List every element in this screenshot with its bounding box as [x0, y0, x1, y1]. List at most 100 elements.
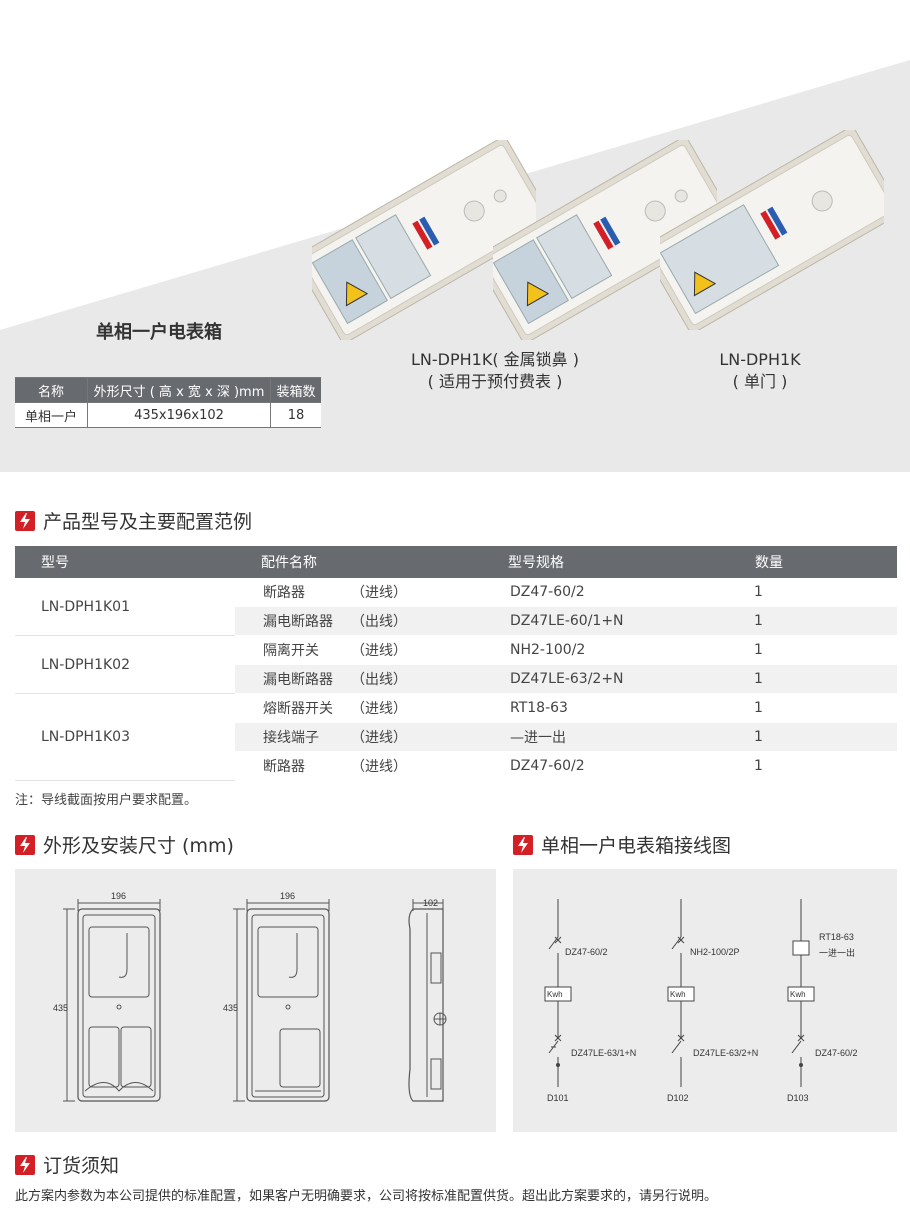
hero-banner: 单相一户电表箱 名称 外形尺寸 ( 高 x 宽 x 深 )mm 装箱数 单相一户… [0, 0, 910, 472]
config-part-note: （进线） [351, 759, 407, 775]
circuit-d103-top-label-2: 一进一出 [819, 947, 855, 958]
config-section-header: 产品型号及主要配置范例 [15, 509, 252, 535]
table-row: 断路器 （进线） DZ47-60/2 1 [15, 751, 897, 781]
config-qty: 1 [729, 751, 897, 781]
table-row: LN-DPH1K01 断路器 （进线） DZ47-60/2 1 [15, 578, 897, 636]
config-qty: 1 [729, 578, 897, 607]
config-part-note: （出线） [351, 672, 407, 688]
dimension-drawings: 196 435 196 435 102 [53, 891, 447, 1102]
bolt-icon [15, 1154, 35, 1175]
bolt-icon [513, 834, 533, 855]
spec-cell-qty: 18 [270, 402, 321, 428]
table-row: LN-DPH1K03 熔断器开关（进线） RT18-63 1 [15, 693, 897, 781]
config-qty: 1 [729, 664, 897, 694]
wiring-diagram: DZ47-60/2 Kwh DZ47LE-63/1+N D101 NH2-100… [544, 899, 858, 1103]
circuit-d102-top-label: NH2-100/2P [690, 947, 740, 957]
side-view [408, 899, 447, 1102]
config-header-model: 型号 [15, 546, 235, 578]
width-label-2: 196 [280, 891, 295, 901]
circuit-d101-meter: Kwh [547, 990, 563, 999]
circuit-d103-bottom-label: DZ47-60/2 [815, 1048, 858, 1058]
config-spec: NH2-100/2 [482, 635, 729, 665]
product-caption-1-line1: LN-DPH1K( 金属锁鼻 ) [411, 350, 579, 369]
config-spec: DZ47-60/2 [482, 578, 729, 607]
spec-header-qty: 装箱数 [270, 377, 321, 403]
circuit-d103 [787, 899, 815, 1087]
circuit-d101-top-label: DZ47-60/2 [565, 947, 608, 957]
config-model: LN-DPH1K02 [15, 635, 235, 694]
config-part-note: （进线） [351, 701, 407, 717]
config-note: 注：导线截面按用户要求配置。 [15, 793, 198, 808]
product-caption-1-line2: ( 适用于预付费表 ) [427, 372, 563, 391]
front-view-1 [63, 899, 161, 1102]
spec-header-size: 外形尺寸 ( 高 x 宽 x 深 )mm [87, 377, 271, 403]
circuit-d102-meter: Kwh [670, 990, 686, 999]
junction-dot [799, 1063, 803, 1067]
config-part: 隔离开关 [263, 643, 319, 659]
circuit-d101-bottom-label: DZ47LE-63/1+N [571, 1048, 636, 1058]
config-section-title: 产品型号及主要配置范例 [43, 511, 253, 533]
config-part-note: （出线） [351, 614, 407, 630]
config-qty: 1 [729, 606, 897, 636]
config-part: 漏电断路器 [263, 614, 333, 630]
config-part: 漏电断路器 [263, 672, 333, 688]
spec-cell-size: 435x196x102 [87, 402, 271, 428]
dimensions-section-title: 外形及安装尺寸 (mm) [43, 835, 234, 857]
product-caption-2-line2: ( 单门 ) [732, 372, 788, 391]
wiring-section-title: 单相一户电表箱接线图 [541, 835, 732, 857]
config-header-spec: 型号规格 [482, 546, 729, 578]
bolt-icon [15, 834, 35, 855]
table-row: 漏电断路器 （出线） DZ47LE-63/2+N 1 [15, 664, 897, 694]
product-caption-2-line1: LN-DPH1K [719, 350, 801, 369]
config-part-note: （进线） [351, 585, 407, 601]
config-spec: DZ47LE-60/1+N [482, 606, 729, 636]
config-model: LN-DPH1K01 [15, 578, 235, 636]
circuit-d102 [667, 899, 695, 1087]
circuit-d103-id: D103 [787, 1093, 809, 1103]
dimensions-panel: 196 435 196 435 102 [15, 869, 496, 1132]
bolt-icon [15, 510, 35, 531]
config-part: 熔断器开关 [263, 701, 333, 717]
width-label-1: 196 [111, 891, 126, 901]
table-row: LN-DPH1K02 隔离开关 （进线） NH2-100/2 1 [15, 635, 897, 694]
config-part: 断路器 [263, 585, 305, 601]
table-row: 接线端子（进线） —进一出 1 [15, 722, 897, 752]
config-qty: 1 [729, 635, 897, 665]
series-title: 单相一户电表箱 [96, 322, 222, 343]
spec-cell-name: 单相一户 [15, 402, 88, 428]
config-part-note: （进线） [351, 730, 407, 746]
spec-table: 名称 外形尺寸 ( 高 x 宽 x 深 )mm 装箱数 单相一户 435x196… [15, 377, 321, 428]
height-label-2: 435 [223, 1003, 238, 1013]
product-image-1 [312, 140, 536, 340]
config-spec: DZ47-60/2 [482, 751, 729, 781]
product-image-3 [660, 130, 884, 330]
circuit-d103-top-label: RT18-63 [819, 932, 854, 942]
dimensions-section-header: 外形及安装尺寸 (mm) [15, 833, 234, 859]
product-caption-1: LN-DPH1K( 金属锁鼻 ) ( 适用于预付费表 ) [365, 349, 625, 393]
spec-header-name: 名称 [15, 377, 88, 403]
height-label-1: 435 [53, 1003, 68, 1013]
table-row: 漏电断路器 （出线） DZ47LE-60/1+N 1 [15, 606, 897, 636]
depth-label: 102 [423, 898, 438, 908]
config-header-qty: 数量 [729, 546, 897, 578]
product-caption-2: LN-DPH1K ( 单门 ) [660, 349, 860, 393]
circuit-d103-meter: Kwh [790, 990, 806, 999]
ordering-section-title: 订货须知 [43, 1155, 120, 1177]
junction-dot [556, 1063, 560, 1067]
product-image-2 [493, 140, 717, 340]
config-part: 接线端子 [263, 730, 319, 746]
ordering-text: 此方案内参数为本公司提供的标准配置，如果客户无明确要求，公司将按标准配置供货。超… [15, 1189, 718, 1204]
config-qty: 1 [729, 693, 897, 723]
config-table: 型号 配件名称 型号规格 数量 LN-DPH1K01 断路器（进线） DZ47-… [15, 546, 897, 781]
circuit-d101-id: D101 [547, 1093, 569, 1103]
front-view-2 [233, 899, 330, 1102]
wiring-panel: DZ47-60/2 Kwh DZ47LE-63/1+N D101 NH2-100… [513, 869, 897, 1132]
wiring-section-header: 单相一户电表箱接线图 [513, 833, 731, 859]
config-spec: —进一出 [482, 722, 729, 752]
config-model: LN-DPH1K03 [15, 693, 235, 781]
circuit-d102-bottom-label: DZ47LE-63/2+N [693, 1048, 758, 1058]
ordering-section-header: 订货须知 [15, 1153, 119, 1179]
config-part: 断路器 [263, 759, 305, 775]
config-spec: DZ47LE-63/2+N [482, 664, 729, 694]
config-part-note: （进线） [351, 643, 407, 659]
